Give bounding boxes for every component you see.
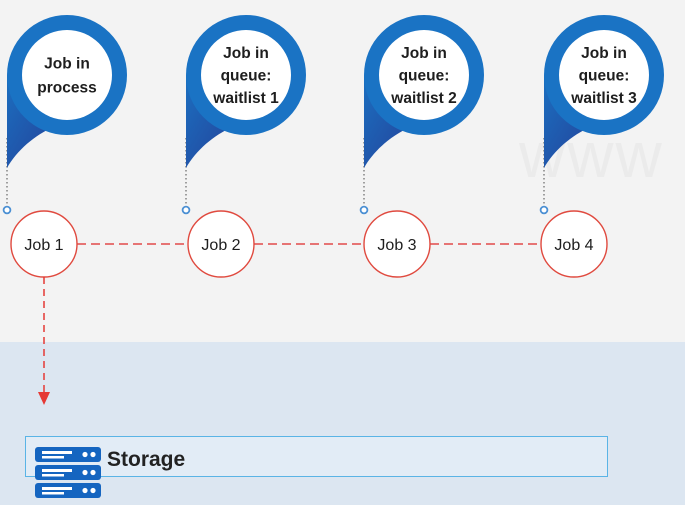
server-stack-icon (35, 447, 101, 499)
marker-text-line: waitlist 1 (212, 90, 279, 107)
job-label: Job 3 (377, 237, 416, 254)
marker-text-line: queue: (579, 68, 630, 85)
marker-anchor-dot (359, 205, 369, 215)
marker-text-line: queue: (399, 68, 450, 85)
marker-text-line: waitlist 3 (570, 90, 637, 107)
job-circle (363, 210, 431, 278)
marker-anchor-dot (181, 205, 191, 215)
job-label: Job 4 (554, 237, 593, 254)
marker-text-line: queue: (221, 68, 272, 85)
storage-area-background (0, 342, 685, 505)
job-label: Job 2 (201, 237, 240, 254)
marker-4: Job in queue: waitlist 3 (539, 15, 664, 215)
marker-text-line: process (37, 80, 96, 97)
storage-label: Storage (107, 448, 186, 471)
job-node-2[interactable]: Job 2 (187, 210, 255, 278)
job-node-3[interactable]: Job 3 (363, 210, 431, 278)
arrow-head-icon (38, 392, 50, 405)
marker-anchor-dot (539, 205, 549, 215)
marker-inner (22, 30, 112, 120)
marker-text-line: Job in (581, 45, 627, 62)
marker-text-line: Job in (223, 45, 269, 62)
job-node-1[interactable]: Job 1 (10, 210, 78, 278)
job-label: Job 1 (24, 237, 63, 254)
marker-text-line: Job in (44, 56, 90, 73)
marker-inner (379, 30, 469, 120)
job-circle (540, 210, 608, 278)
marker-text-line: waitlist 2 (390, 90, 456, 107)
marker-2: Job in queue: waitlist 1 (181, 15, 306, 215)
marker-1: Job in process (2, 15, 127, 215)
job-circle (187, 210, 255, 278)
marker-anchor-dot (2, 205, 12, 215)
storage-box[interactable]: Storage (25, 436, 608, 498)
marker-3: Job in queue: waitlist 2 (359, 15, 484, 215)
marker-inner (559, 30, 649, 120)
marker-text-line: Job in (401, 45, 447, 62)
marker-inner (201, 30, 291, 120)
job-node-4[interactable]: Job 4 (540, 210, 608, 278)
